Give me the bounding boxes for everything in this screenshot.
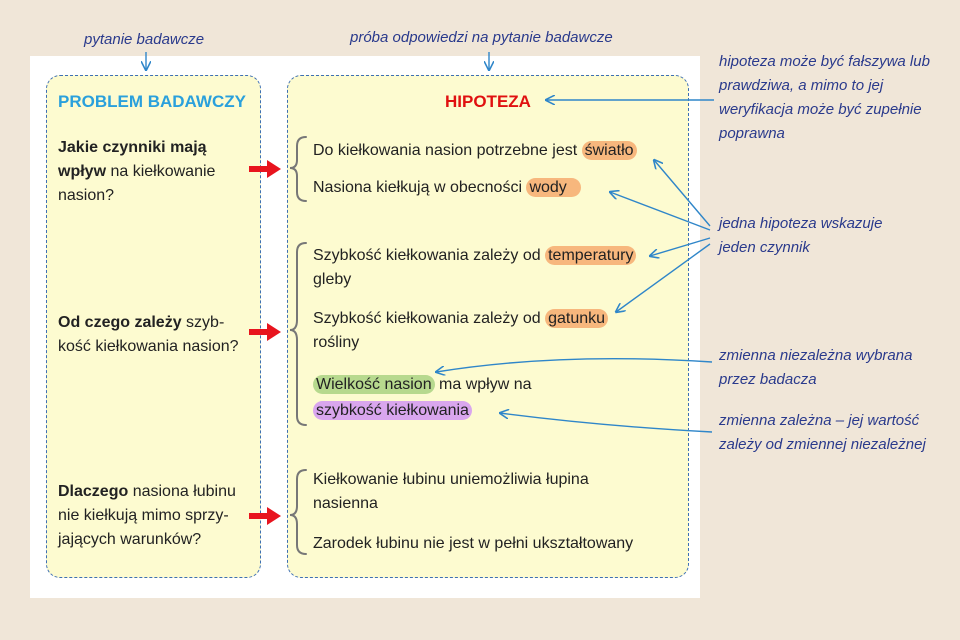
research-problem-box: [46, 75, 261, 578]
highlight-gatunku: gatunku: [545, 309, 609, 328]
problem-3-bold: Dlaczego: [58, 483, 129, 500]
problem-3-text: nasiona łubinu nie kiełkują mimo sprzy-j…: [58, 483, 236, 548]
flow-arrow-3: [249, 507, 281, 525]
flow-arrow-1: [249, 160, 281, 178]
hypothesis-4: Szybkość kiełkowania zależy od gatunku r…: [313, 307, 643, 355]
problem-1-bold: Jakie czynniki mają wpływ: [58, 139, 207, 180]
note-one-factor: jedna hipoteza wskazuje jeden czynnik: [719, 215, 883, 256]
hypothesis-3: Szybkość kiełkowania zależy od temperatu…: [313, 244, 663, 292]
hypothesis-2-text: Nasiona kiełkują w obecności: [313, 179, 527, 196]
hypothesis-6: Kiełkowanie łubinu uniemożliwia łupina n…: [313, 471, 589, 512]
research-problem-heading: PROBLEM BADAWCZY: [58, 92, 246, 111]
research-question-label: pytanie badawcze: [84, 31, 205, 48]
hypothesis-4-text: Szybkość kiełkowania zależy od: [313, 310, 546, 327]
problem-2: Od czego zależy szyb-kość kiełkowania na…: [58, 311, 254, 359]
problem-1-text: na kiełkowanie nasion?: [58, 163, 216, 204]
hypothesis-5: Wielkość nasion ma wpływ na szybkość kie…: [313, 372, 533, 424]
highlight-temperatury: temperatury: [545, 246, 637, 265]
highlight-wody: wody: [526, 178, 581, 197]
note-independent-variable: zmienna niezależna wybrana przez badacza: [719, 347, 913, 388]
problem-1: Jakie czynniki mają wpływ na kiełkowanie…: [58, 136, 238, 208]
flow-arrow-2: [249, 323, 281, 341]
hypothesis-3-text: Szybkość kiełkowania zależy od: [313, 247, 546, 264]
answer-attempt-label: próba odpowiedzi na pytanie badawcze: [350, 29, 613, 46]
problem-2-bold: Od czego zależy: [58, 314, 182, 331]
problem-3: Dlaczego nasiona łubinu nie kiełkują mim…: [58, 480, 244, 552]
note-hypothesis-truth: hipoteza może być fałszywa lub prawdziwa…: [719, 53, 930, 142]
hypothesis-1: Do kiełkowania nasion potrzebne jest świ…: [313, 139, 685, 163]
highlight-swiatlo: światło: [581, 141, 637, 160]
note-dependent-variable: zmienna zależna – jej wartość zależy od …: [719, 412, 926, 453]
highlight-szybkosc-kielkowania: szybkość kiełkowania: [313, 401, 472, 420]
hypothesis-7: Zarodek łubinu nie jest w pełni ukształt…: [313, 535, 634, 552]
highlight-wielkosc-nasion: Wielkość nasion: [313, 375, 435, 394]
hypothesis-1-text: Do kiełkowania nasion potrzebne jest: [313, 142, 582, 159]
hypothesis-2: Nasiona kiełkują w obecności wody: [313, 176, 685, 200]
problem-2-text: szyb-kość kiełkowania nasion?: [58, 314, 239, 355]
hypothesis-heading: HIPOTEZA: [445, 92, 531, 111]
